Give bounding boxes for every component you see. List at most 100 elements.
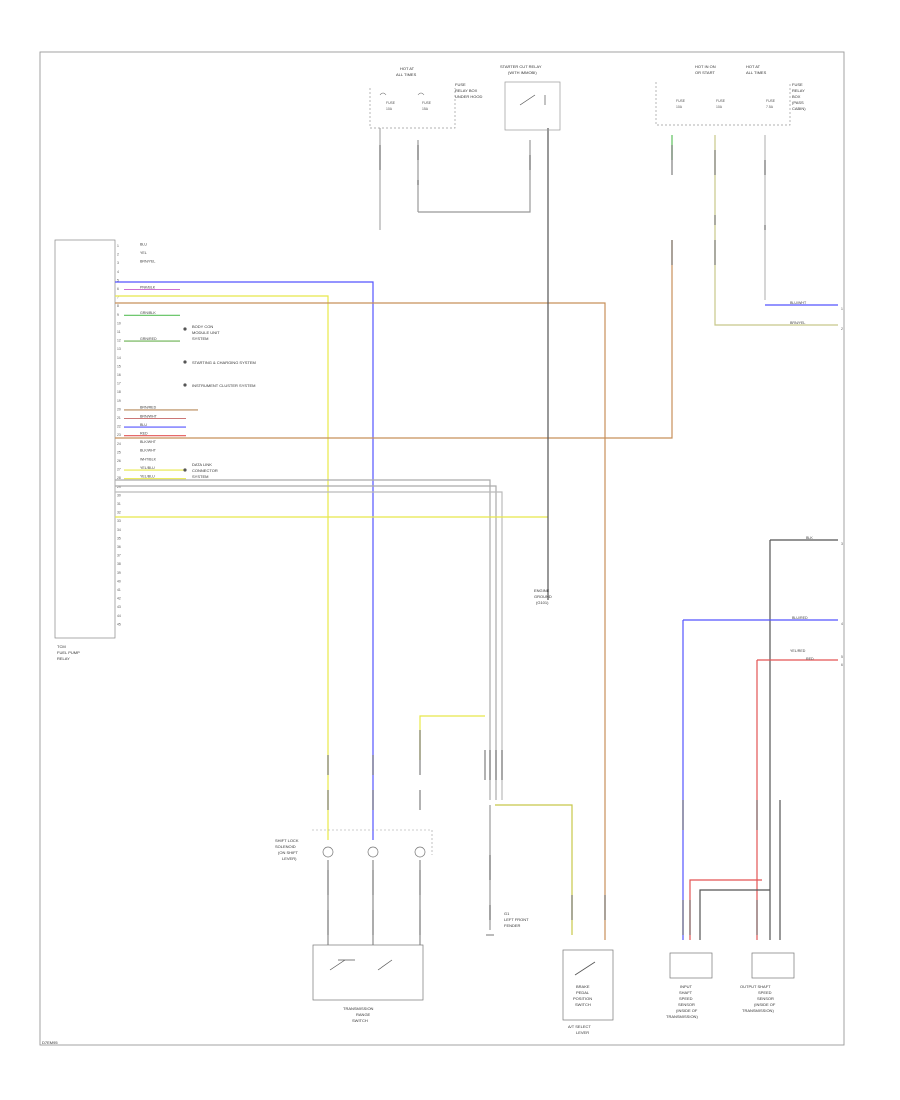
tcm-wires: BLU YEL BRN/YEL PNK/BLK GRN/BLK GRN/RED BRN/RE… xyxy=(124,242,198,480)
tcm-pin-20: 20 xyxy=(117,407,121,411)
ground-g1: G1 LEFT FRONT FENDER xyxy=(486,911,529,936)
svg-text:RELAY BOX: RELAY BOX xyxy=(455,88,478,93)
tcm-pin-17: 17 xyxy=(117,382,121,386)
tcm-label: TCM FUEL PUMP RELAY xyxy=(57,644,80,661)
svg-text:5: 5 xyxy=(841,655,843,659)
svg-text:10A: 10A xyxy=(676,105,683,109)
svg-text:SYSTEM: SYSTEM xyxy=(192,474,208,479)
tcm-pin-26: 26 xyxy=(117,459,121,463)
wire-label-pin-27: YEL/BLU xyxy=(140,466,155,470)
svg-text:DATA LINK: DATA LINK xyxy=(192,462,212,467)
tcm-pin-23: 23 xyxy=(117,433,121,437)
svg-text:(INSIDE OF: (INSIDE OF xyxy=(754,1002,776,1007)
wire-label-pin-9: GRN/BLK xyxy=(140,311,156,315)
tcm-pin-37: 37 xyxy=(117,554,121,558)
svg-text:SHIFT LOCK: SHIFT LOCK xyxy=(275,838,299,843)
svg-text:7.5A: 7.5A xyxy=(766,105,774,109)
wire-label-pin-6: PNK/BLK xyxy=(140,285,156,289)
tcm-pin-21: 21 xyxy=(117,416,121,420)
svg-text:STARTING & CHARGING SYSTEM: STARTING & CHARGING SYSTEM xyxy=(192,360,256,365)
tcm-pin-9: 9 xyxy=(117,313,119,317)
connector-marks xyxy=(327,145,781,935)
wire-label-pin-25: BLK/WHT xyxy=(140,449,157,453)
tcm-pin-7: 7 xyxy=(117,296,119,300)
tcm-pin-15: 15 xyxy=(117,364,121,368)
diagram-code: D7EM95 xyxy=(42,1040,58,1045)
svg-text:SWITCH: SWITCH xyxy=(352,1018,368,1023)
wire-label-pin-2: YEL xyxy=(140,251,147,255)
svg-text:MODULE UNIT: MODULE UNIT xyxy=(192,330,220,335)
svg-text:TRANSMISSION): TRANSMISSION) xyxy=(742,1008,774,1013)
wire-label-pin-22: BLU xyxy=(140,423,147,427)
tcm-pin-35: 35 xyxy=(117,536,121,540)
wire-label-pin-24: BLK/WHT xyxy=(140,440,157,444)
tcm-pin-25: 25 xyxy=(117,450,121,454)
svg-text:YEL/RED: YEL/RED xyxy=(790,649,806,653)
svg-text:(G101): (G101) xyxy=(536,600,549,605)
svg-text:FUSE: FUSE xyxy=(792,82,803,87)
svg-text:LEVER): LEVER) xyxy=(282,856,297,861)
svg-text:ALL TIMES: ALL TIMES xyxy=(396,72,417,77)
tcm-pin-12: 12 xyxy=(117,339,121,343)
svg-text:G1: G1 xyxy=(504,911,510,916)
svg-text:TRANSMISSION): TRANSMISSION) xyxy=(666,1014,698,1019)
wire-label-pin-20: BRN/RED xyxy=(140,406,157,410)
shift-lock-solenoid: SHIFT LOCK SOLENOID (ON SHIFT LEVER) xyxy=(275,829,433,945)
side-notes: BODY CON MODULE UNIT SYSTEM STARTING & C… xyxy=(183,324,256,479)
wire-label-pin-1: BLU xyxy=(140,242,147,246)
output-shaft-speed-sensor: OUTPUT SHAFT SPEED SENSOR (INSIDE OF TRA… xyxy=(740,952,795,1013)
svg-text:FUSE: FUSE xyxy=(422,101,432,105)
input-shaft-speed-sensor: INPUT SHAFT SPEED SENSOR (INSIDE OF TRAN… xyxy=(666,952,713,1019)
tcm-connector-block xyxy=(54,239,116,639)
svg-text:BRAKE: BRAKE xyxy=(576,984,590,989)
svg-text:6: 6 xyxy=(841,663,843,667)
wire-label-pin-12: GRN/RED xyxy=(140,337,157,341)
tcm-pin-22: 22 xyxy=(117,425,121,429)
svg-text:BOX: BOX xyxy=(792,94,801,99)
wire-label-pin-26: WHT/BLK xyxy=(140,457,157,461)
tcm-pin-31: 31 xyxy=(117,502,121,506)
svg-text:SENSOR: SENSOR xyxy=(678,1002,695,1007)
fuse-block-hot-at-all-times: HOT AT ALL TIMES FUSE 10A FUSE 15A FUSE … xyxy=(369,66,482,129)
svg-text:ALL TIMES: ALL TIMES xyxy=(746,70,767,75)
tcm-pin-40: 40 xyxy=(117,579,121,583)
tcm-pin-30: 30 xyxy=(117,493,121,497)
svg-text:4: 4 xyxy=(841,622,843,626)
svg-text:RELAY: RELAY xyxy=(792,88,805,93)
wire-label-pin-23: RED xyxy=(140,432,148,436)
wire-label-pin-3: BRN/YEL xyxy=(140,260,155,264)
svg-text:CABIN): CABIN) xyxy=(792,106,806,111)
tcm-pin-34: 34 xyxy=(117,528,121,532)
svg-text:RELAY: RELAY xyxy=(57,656,70,661)
svg-text:POSITION: POSITION xyxy=(573,996,592,1001)
svg-text:BRN/YEL: BRN/YEL xyxy=(790,321,805,325)
svg-text:FENDER: FENDER xyxy=(504,923,521,928)
svg-text:FUSE: FUSE xyxy=(766,99,776,103)
svg-text:OUTPUT SHAFT: OUTPUT SHAFT xyxy=(740,984,771,989)
tcm-pin-numbers: 1234567891011121314151617181920212223242… xyxy=(117,244,121,626)
svg-text:(WITH IMMOBI): (WITH IMMOBI) xyxy=(508,70,537,75)
tcm-pin-16: 16 xyxy=(117,373,121,377)
svg-text:STARTER CUT RELAY: STARTER CUT RELAY xyxy=(500,64,542,69)
tcm-pin-4: 4 xyxy=(117,270,119,274)
tcm-pin-18: 18 xyxy=(117,390,121,394)
transmission-range-switch: TRANSMISSION RANGE SWITCH xyxy=(312,944,424,1023)
svg-text:1: 1 xyxy=(841,307,843,311)
svg-text:FUEL PUMP: FUEL PUMP xyxy=(57,650,80,655)
svg-text:FUSE: FUSE xyxy=(716,99,726,103)
tcm-pin-1: 1 xyxy=(117,244,119,248)
tcm-pin-28: 28 xyxy=(117,476,121,480)
svg-text:SWITCH: SWITCH xyxy=(575,1002,591,1007)
svg-text:FUSE: FUSE xyxy=(386,101,396,105)
tcm-pin-13: 13 xyxy=(117,347,121,351)
tcm-pin-36: 36 xyxy=(117,545,121,549)
svg-text:SOLENOID: SOLENOID xyxy=(275,844,296,849)
tcm-pin-5: 5 xyxy=(117,278,119,282)
svg-text:OR START: OR START xyxy=(695,70,715,75)
svg-text:SENSOR: SENSOR xyxy=(757,996,774,1001)
svg-text:3: 3 xyxy=(841,542,843,546)
svg-text:FUSE: FUSE xyxy=(676,99,686,103)
tcm-pin-44: 44 xyxy=(117,614,121,618)
svg-text:15A: 15A xyxy=(422,107,429,111)
